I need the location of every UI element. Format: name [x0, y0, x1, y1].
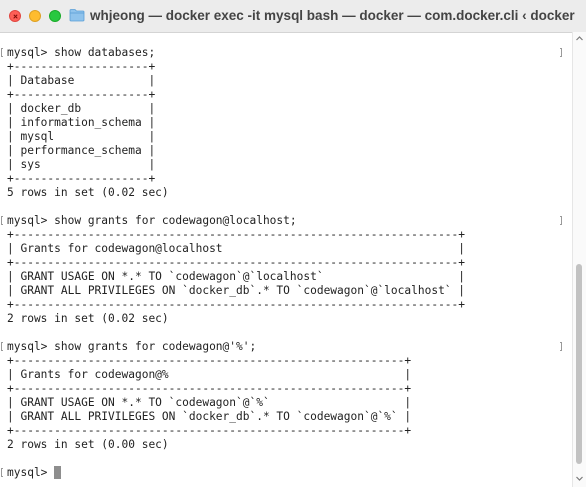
minimize-button[interactable] [29, 10, 41, 22]
terminal-line: +--------------------+ [7, 60, 156, 73]
terminal-line: mysql> show grants for codewagon@localho… [7, 214, 297, 227]
terminal-line: +---------------------------------------… [7, 298, 466, 311]
terminal-line: | GRANT ALL PRIVILEGES ON `docker_db`.* … [7, 284, 466, 297]
title-bar[interactable]: whjeong — docker exec -it mysql bash — d… [0, 0, 586, 33]
terminal-line: mysql> show grants for codewagon@'%'; [7, 340, 257, 353]
terminal-line: +---------------------------------------… [7, 424, 412, 437]
terminal-line: 2 rows in set (0.02 sec) [7, 312, 169, 325]
text-cursor [54, 466, 62, 479]
terminal-line: 2 rows in set (0.00 sec) [7, 438, 169, 451]
prompt-mark-end [560, 216, 562, 225]
terminal-prompt-line: mysql> [7, 466, 62, 480]
terminal-line: +---------------------------------------… [7, 228, 466, 241]
terminal-line: | docker_db | [7, 102, 156, 115]
terminal-line: +--------------------+ [7, 88, 156, 101]
maximize-button[interactable] [49, 10, 61, 22]
vertical-scrollbar[interactable] [572, 32, 586, 487]
window-title: whjeong — docker exec -it mysql bash — d… [90, 8, 576, 23]
prompt-mark [1, 48, 3, 57]
prompt-mark-end [560, 48, 562, 57]
prompt-mark [1, 342, 3, 351]
terminal-line: | Database | [7, 74, 156, 87]
chevron-down-icon[interactable] [575, 474, 584, 483]
prompt-mark [1, 468, 3, 477]
terminal-line: | mysql | [7, 130, 156, 143]
terminal-line: mysql> show databases; [7, 46, 156, 59]
terminal-line: +---------------------------------------… [7, 354, 412, 367]
close-button[interactable] [9, 10, 21, 22]
terminal-line: | Grants for codewagon@% | [7, 368, 412, 381]
terminal-line: | GRANT USAGE ON *.* TO `codewagon`@`%` … [7, 396, 412, 409]
terminal-line: +--------------------+ [7, 172, 156, 185]
terminal-line: | GRANT USAGE ON *.* TO `codewagon`@`loc… [7, 270, 466, 283]
terminal-line: | performance_schema | [7, 144, 156, 157]
prompt-mark-end [560, 342, 562, 351]
terminal-output[interactable]: mysql> show databases;+-----------------… [0, 32, 572, 487]
terminal-line: | sys | [7, 158, 156, 171]
terminal-line: | Grants for codewagon@localhost | [7, 242, 466, 255]
scroll-thumb[interactable] [576, 264, 582, 464]
terminal-line: +---------------------------------------… [7, 382, 412, 395]
chevron-up-icon[interactable] [575, 34, 584, 43]
prompt-mark [1, 216, 3, 225]
folder-icon [69, 9, 85, 22]
terminal-line: | information_schema | [7, 116, 156, 129]
terminal-line: | GRANT ALL PRIVILEGES ON `docker_db`.* … [7, 410, 412, 423]
terminal-line: 5 rows in set (0.02 sec) [7, 186, 169, 199]
terminal-line: +---------------------------------------… [7, 256, 466, 269]
